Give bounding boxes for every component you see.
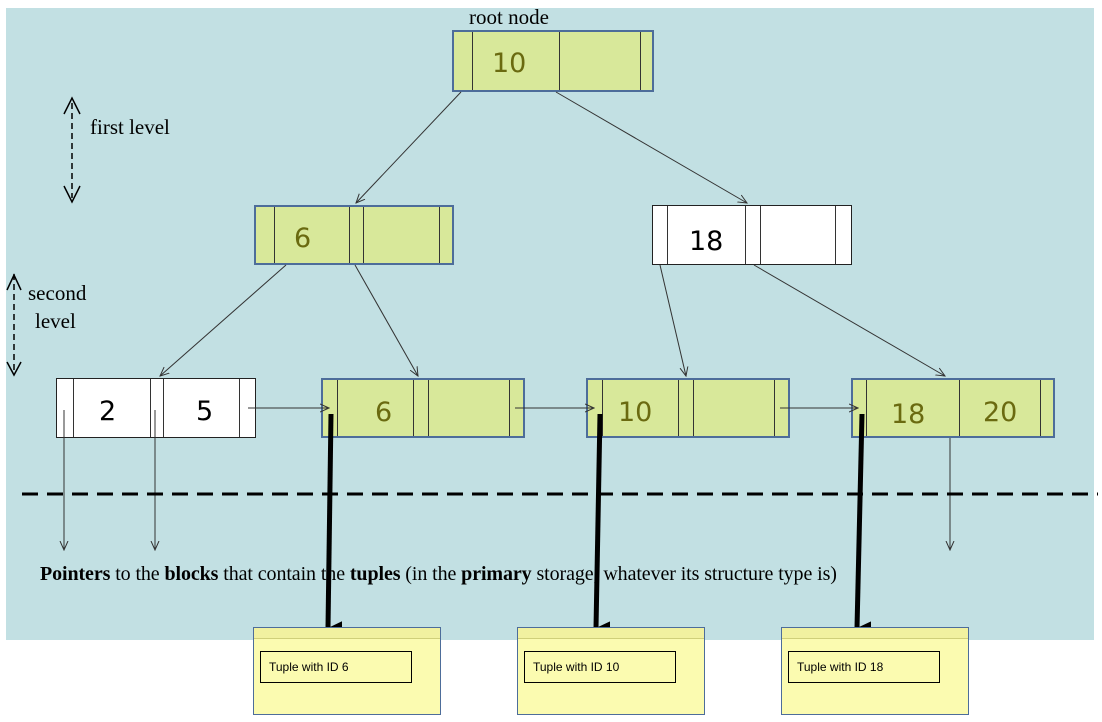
caption-word-pointers: Pointers [40, 563, 111, 585]
thick-pointer-leaf4 [854, 413, 872, 636]
caption-word-blocks: blocks [164, 563, 219, 585]
diagram-background [6, 8, 1094, 640]
second-level-label-line1: second [28, 281, 87, 305]
leaf-node-3: 10 [586, 378, 790, 438]
internal-node-left: 6 [254, 205, 454, 265]
thick-pointer-leaf2 [325, 413, 343, 636]
leaf4-key-b: 20 [983, 397, 1018, 428]
edge-right-leaf4 [753, 264, 945, 376]
root-node: 10 [452, 30, 654, 92]
thick-pointer-leaf3 [593, 413, 611, 636]
leaf3-key: 10 [618, 397, 653, 428]
second-level-label-line2: level [35, 309, 76, 333]
caption-text-3: (in the [400, 563, 462, 585]
tuple-block-10: Tuple with ID 10 [517, 627, 705, 715]
leaf1-key-b: 5 [196, 396, 214, 427]
edge-root-right [555, 91, 747, 203]
tuple-block-18: Tuple with ID 18 [781, 627, 969, 715]
first-level-label: first level [90, 115, 170, 139]
leaf1-key-a: 2 [99, 396, 117, 427]
root-key: 10 [492, 48, 527, 79]
edge-root-left [356, 91, 462, 203]
caption-word-tuples: tuples [349, 563, 401, 585]
internal-node-right: 18 [652, 205, 852, 265]
leaf2-key: 6 [375, 397, 393, 428]
tuple-block-6: Tuple with ID 6 [253, 627, 441, 715]
leaf-node-4: 18 20 [851, 378, 1055, 438]
pointers-caption: Pointers to the blocks that contain the … [40, 563, 837, 586]
tuple-label-10: Tuple with ID 10 [524, 651, 676, 683]
leaf4-key-a: 18 [891, 399, 926, 430]
root-node-label: root node [469, 5, 549, 29]
edge-left-leaf1 [160, 264, 287, 376]
edge-right-leaf3 [659, 264, 686, 376]
edge-left-leaf2 [354, 264, 418, 376]
caption-text-4: storage, whatever its structure type is) [531, 563, 837, 585]
caption-text-1: to the [110, 563, 165, 585]
leaf-node-2: 6 [321, 378, 525, 438]
leaf-node-1: 2 5 [56, 378, 256, 438]
tuple-label-6: Tuple with ID 6 [260, 651, 412, 683]
internal-left-key: 6 [294, 223, 312, 254]
tuple-label-18: Tuple with ID 18 [788, 651, 940, 683]
caption-text-2: that contain the [218, 563, 350, 585]
internal-right-key: 18 [689, 226, 724, 257]
caption-word-primary: primary [461, 563, 532, 585]
